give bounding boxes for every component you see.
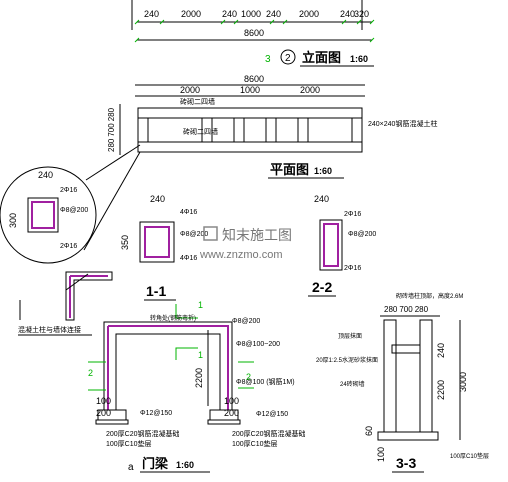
s2-dim-w: 240 bbox=[314, 194, 329, 204]
door-note-5: Φ12@150 bbox=[256, 411, 288, 418]
door-sub: a bbox=[128, 462, 134, 473]
door-beam: 1 1 2 2 转角处(钢筋弯折) Φ8@200 Φ8@100~200 Φ8@1… bbox=[88, 300, 306, 473]
s3-left-note-3: 24砖砌墙 bbox=[340, 380, 365, 388]
elev-section-mark: 3 bbox=[265, 54, 271, 65]
elev-dim-1: 240 bbox=[144, 9, 159, 19]
elev-dim-3: 240 bbox=[222, 9, 237, 19]
s3-foot-note: 100厚C10垫层 bbox=[450, 452, 489, 460]
plan-note-top: 砖砌二四墙 bbox=[180, 97, 215, 106]
s2-bot-bar: 2Φ16 bbox=[344, 265, 361, 272]
elev-dim-2: 2000 bbox=[181, 9, 201, 19]
door-note-3: Φ8@100 (钢筋1M) bbox=[236, 377, 295, 386]
s1-stirrup: Φ8@200 bbox=[180, 231, 208, 238]
door-dim-200b: 200 bbox=[224, 408, 239, 418]
corner-detail: 混凝土柱与墙体连接 bbox=[18, 271, 113, 336]
s3-dim-240: 240 bbox=[436, 343, 446, 358]
brand-logo-icon bbox=[203, 226, 218, 241]
section-2-title: 2-2 bbox=[312, 279, 332, 295]
plan-title: 平面图 bbox=[270, 162, 309, 177]
door-dim-100a: 100 bbox=[96, 396, 111, 406]
detail-top-bar: 2Φ16 bbox=[60, 187, 77, 194]
detail-dim-h: 300 bbox=[8, 213, 18, 228]
plan-dim-2: 1000 bbox=[240, 85, 260, 95]
section-2-2: 240 2Φ16 Φ8@200 2Φ16 2-2 bbox=[308, 194, 376, 297]
plan-left-dims: 280700280 bbox=[107, 107, 116, 152]
watermark-brand: 知末施工图 bbox=[222, 227, 292, 243]
door-note-2: Φ8@100~200 bbox=[236, 341, 280, 348]
s3-top-note: 砌砖墙柱顶部，高度2.6M bbox=[396, 292, 463, 300]
door-dim-100b: 100 bbox=[224, 396, 239, 406]
plan-note-mid: 砖砌二四墙 bbox=[183, 127, 218, 136]
door-mark-2b: 2 bbox=[246, 372, 251, 382]
section-1-1: 240 350 4Φ16 Φ8@200 4Φ16 1-1 bbox=[120, 194, 208, 301]
elev-section-mark-2: 2 bbox=[285, 53, 291, 64]
plan-scale: 1:60 bbox=[314, 166, 332, 176]
s1-dim-w: 240 bbox=[150, 194, 165, 204]
plan-note-right: 240×240钢筋混凝土柱 bbox=[368, 119, 437, 128]
plan-dim-1: 2000 bbox=[180, 85, 200, 95]
plan-view: 8600 2000 1000 2000 砖砌二四墙 砖砌二四墙 240×240钢… bbox=[107, 74, 437, 179]
elev-dim-8: 320 bbox=[354, 9, 369, 19]
door-dim-200a: 200 bbox=[96, 408, 111, 418]
plan-total: 8600 bbox=[244, 74, 264, 84]
detail-bot-bar: 2Φ16 bbox=[60, 243, 77, 250]
door-note-4: Φ12@150 bbox=[140, 410, 172, 417]
elev-total: 8600 bbox=[244, 28, 264, 38]
s1-bot-bar: 4Φ16 bbox=[180, 255, 197, 262]
watermark: 知末施工图 www.znzmo.com bbox=[199, 226, 292, 261]
plan-dim-3: 2000 bbox=[300, 85, 320, 95]
s3-dim-3000: 3000 bbox=[458, 372, 468, 392]
door-mark-1: 1 bbox=[198, 300, 203, 310]
watermark-url: www.znzmo.com bbox=[199, 249, 283, 261]
door-note-1: Φ8@200 bbox=[232, 318, 260, 325]
door-foot-left-2: 100厚C10垫层 bbox=[106, 439, 152, 448]
s1-dim-h: 350 bbox=[120, 235, 130, 250]
door-foot-left-1: 200厚C20钢筋混凝基础 bbox=[106, 429, 180, 438]
elevation-scale: 1:60 bbox=[350, 54, 368, 64]
corner-note: 混凝土柱与墙体连接 bbox=[18, 325, 81, 334]
s3-dim-2200: 2200 bbox=[436, 380, 446, 400]
door-foot-right-2: 100厚C10垫层 bbox=[232, 439, 278, 448]
elev-dim-5: 240 bbox=[266, 9, 281, 19]
section-1-title: 1-1 bbox=[146, 283, 166, 299]
door-beam-title: 门梁 bbox=[142, 456, 169, 471]
elevation-title: 立面图 bbox=[302, 50, 341, 65]
elev-dim-6: 2000 bbox=[299, 9, 319, 19]
elev-dim-4: 1000 bbox=[241, 9, 261, 19]
door-height: 2200 bbox=[194, 368, 204, 388]
door-mark-2: 2 bbox=[88, 368, 93, 378]
s2-stirrup: Φ8@200 bbox=[348, 231, 376, 238]
s2-top-bar: 2Φ16 bbox=[344, 211, 361, 218]
elevation-view: 240 2000 240 1000 240 2000 240 320 8600 … bbox=[131, 0, 375, 67]
section-3-title: 3-3 bbox=[396, 455, 416, 471]
s3-left-note-1: 顶层抹面 bbox=[338, 332, 362, 340]
s3-left-note-2: 20厚1:2.5水泥砂浆抹面 bbox=[316, 356, 378, 364]
detail-circle: 240 300 2Φ16 Φ8@200 2Φ16 bbox=[0, 144, 141, 264]
s3-dim-60: 60 bbox=[364, 426, 374, 436]
s1-top-bar: 4Φ16 bbox=[180, 209, 197, 216]
door-beam-scale: 1:60 bbox=[176, 460, 194, 470]
detail-stirrup: Φ8@200 bbox=[60, 207, 88, 214]
door-mark-1b: 1 bbox=[198, 350, 203, 360]
elev-dim-7: 240 bbox=[340, 9, 355, 19]
detail-dim-w: 240 bbox=[38, 170, 53, 180]
s3-dim-100: 100 bbox=[376, 447, 386, 462]
door-note-0: 转角处(钢筋弯折) bbox=[150, 314, 196, 322]
door-foot-right-1: 200厚C20钢筋混凝基础 bbox=[232, 429, 306, 438]
